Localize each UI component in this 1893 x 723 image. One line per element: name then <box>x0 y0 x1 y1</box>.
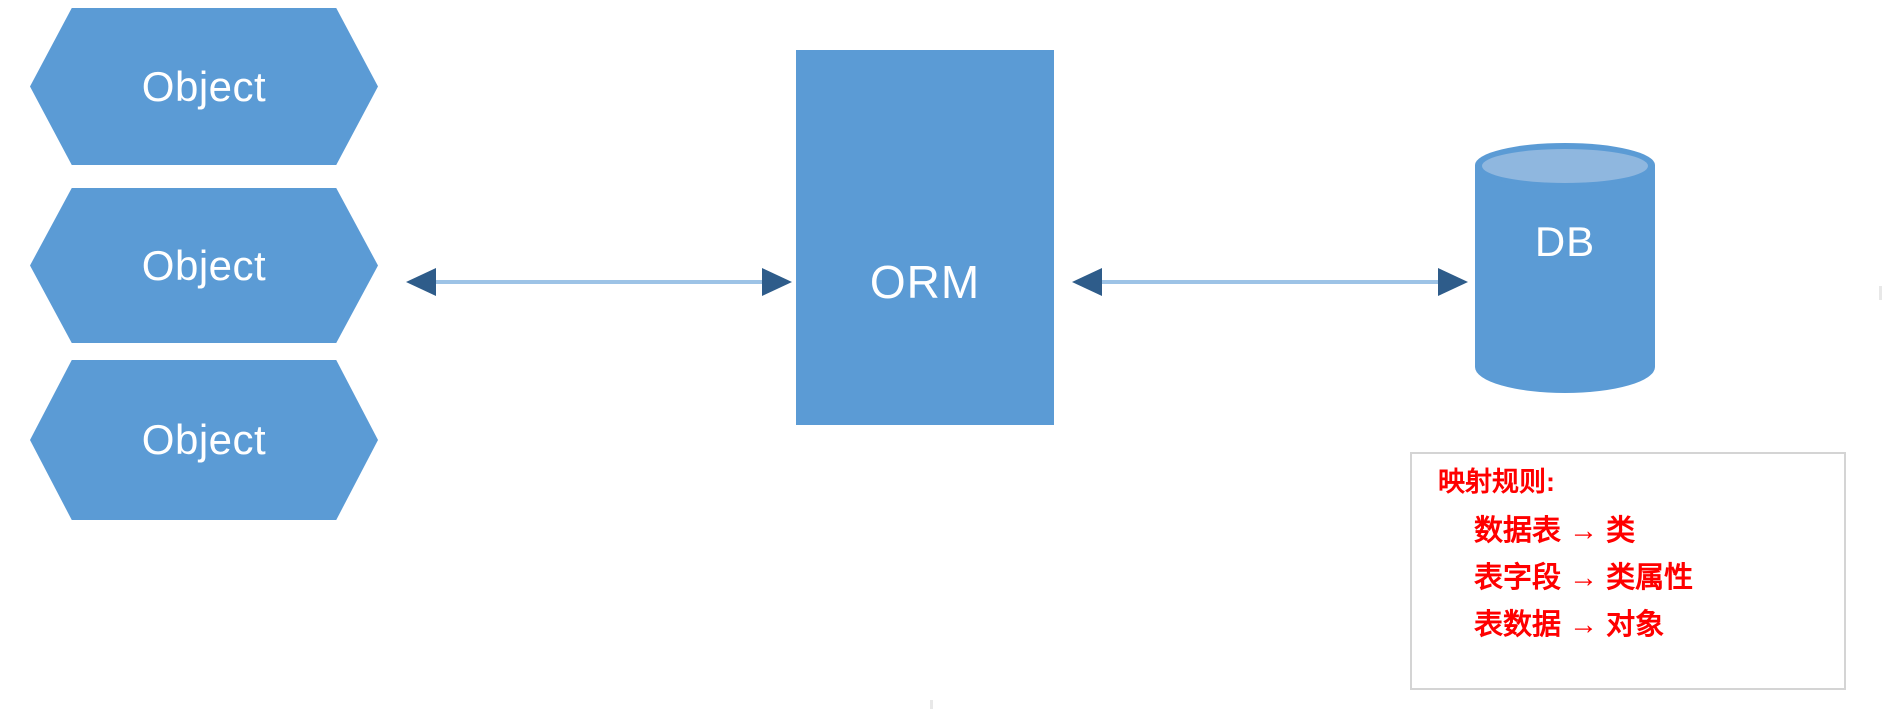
object-node-3[interactable]: Object <box>30 360 378 520</box>
arrow-orm-to-db <box>1072 268 1468 296</box>
scan-artifact-right <box>1879 286 1882 300</box>
db-cylinder-top <box>1475 143 1655 187</box>
mapping-rule-item: 表数据 → 对象 <box>1474 609 1665 642</box>
arrow-objects-to-orm <box>406 268 792 296</box>
scan-artifact-bottom <box>930 700 933 709</box>
db-node-label: DB <box>1534 218 1596 265</box>
mapping-rules-box: 映射规则: 数据表 → 类 表字段 → 类属性 表数据 → 对象 <box>1410 452 1846 690</box>
object-node-1[interactable]: Object <box>30 8 378 165</box>
db-cylinder-body <box>1475 165 1655 393</box>
object-node-2[interactable]: Object <box>30 188 378 343</box>
db-node[interactable]: DB <box>1475 143 1655 393</box>
db-cylinder-top-inner <box>1482 149 1648 183</box>
object-node-3-label: Object <box>141 416 267 463</box>
object-node-2-label: Object <box>141 241 267 289</box>
mapping-rule-item: 表字段 → 类属性 <box>1474 562 1694 595</box>
object-node-1-label: Object <box>141 62 267 110</box>
mapping-rule-item: 数据表 → 类 <box>1474 515 1636 548</box>
orm-node-label: ORM <box>869 255 981 308</box>
mapping-rules-title: 映射规则: <box>1438 467 1555 497</box>
orm-node[interactable]: ORM <box>796 50 1054 425</box>
mapping-rules-list: 数据表 → 类 表字段 → 类属性 表数据 → 对象 <box>1412 508 1844 649</box>
